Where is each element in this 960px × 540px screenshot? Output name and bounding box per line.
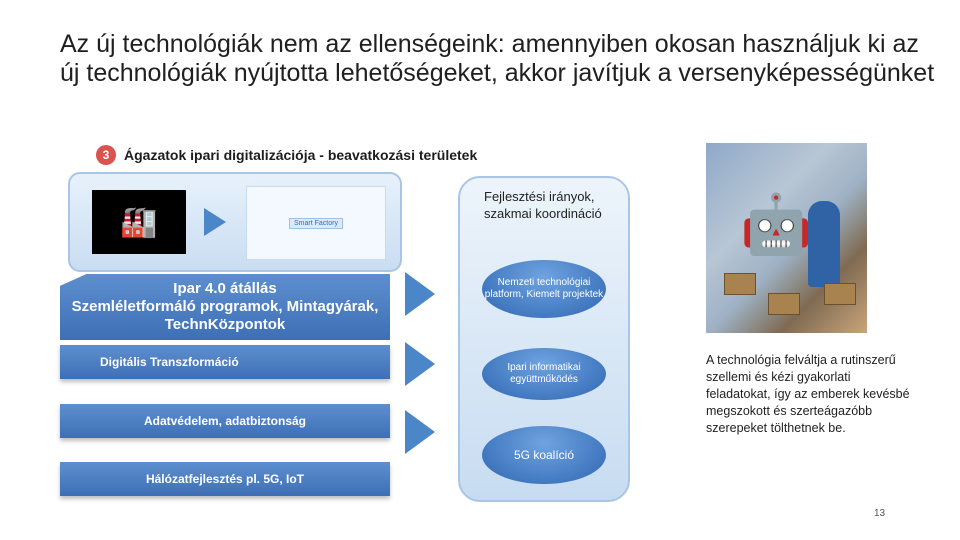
diagram-header: 3 Ágazatok ipari digitalizációja - beava… bbox=[96, 143, 477, 167]
right-arrow-icon bbox=[204, 208, 226, 236]
digitalization-diagram: 3 Ágazatok ipari digitalizációja - beava… bbox=[60, 140, 690, 505]
smart-factory-label: Smart Factory bbox=[289, 217, 343, 229]
pill-national-platform: Nemzeti technológiai platform, Kiemelt p… bbox=[482, 260, 606, 318]
factory-transition-panel: 🏭 Smart Factory bbox=[68, 172, 402, 272]
step-badge: 3 bbox=[96, 145, 116, 165]
image-caption: A technológia felváltja a rutinszerű sze… bbox=[706, 353, 910, 435]
pill-5g-coalition: 5G koalíció bbox=[482, 426, 606, 484]
worker-figure bbox=[808, 201, 840, 287]
layer-industry-40: Ipar 4.0 átállás Szemléletformáló progra… bbox=[60, 274, 390, 340]
factory-icon: 🏭 bbox=[92, 190, 186, 254]
page-number: 13 bbox=[874, 508, 886, 519]
development-directions-column: Fejlesztési irányok, szakmai koordináció… bbox=[458, 176, 630, 502]
slide-title: Az új technológiák nem az ellenségeink: … bbox=[60, 30, 935, 87]
layer-digital-transformation: Digitális Transzformáció bbox=[60, 345, 390, 379]
robot-worker-illustration: 🤖 bbox=[706, 143, 867, 333]
box-icon bbox=[768, 293, 800, 315]
diagram-subtitle: Ágazatok ipari digitalizációja - beavatk… bbox=[124, 147, 478, 163]
box-icon bbox=[724, 273, 756, 295]
layer-network-development: Hálózatfejlesztés pl. 5G, IoT bbox=[60, 462, 390, 496]
pill-it-cooperation: Ipari informatikai együttműködés bbox=[482, 348, 606, 400]
right-arrow-icon bbox=[405, 342, 435, 386]
layer-data-security: Adatvédelem, adatbiztonság bbox=[60, 404, 390, 438]
robot-icon: 🤖 bbox=[740, 192, 813, 257]
right-arrow-icon bbox=[405, 272, 435, 316]
box-icon bbox=[824, 283, 856, 305]
right-arrow-icon bbox=[405, 410, 435, 454]
smart-factory-diagram: Smart Factory bbox=[246, 186, 386, 260]
column-header: Fejlesztési irányok, szakmai koordináció bbox=[484, 189, 602, 221]
